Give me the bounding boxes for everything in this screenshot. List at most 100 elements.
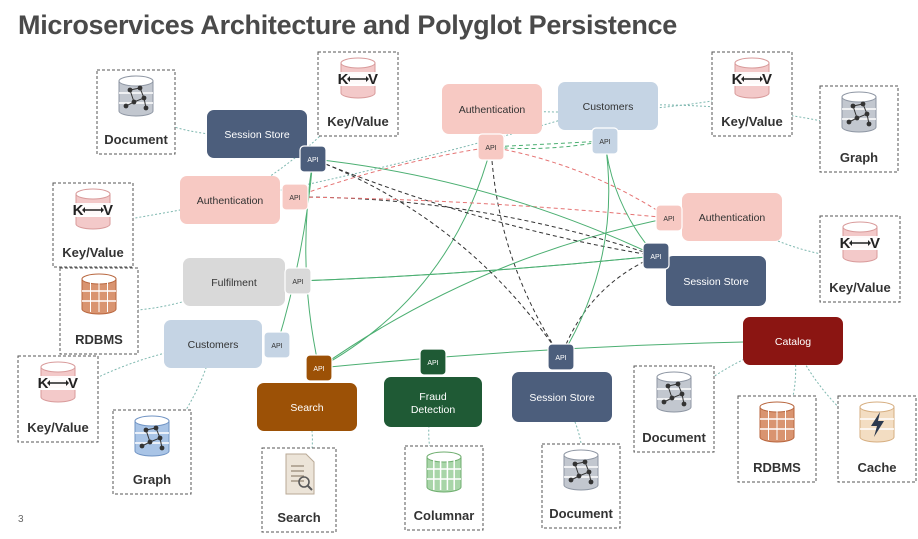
service-catalog[interactable]: Catalog bbox=[743, 317, 843, 365]
db-graph-2: Graph bbox=[112, 409, 192, 495]
db-graph-1: Graph bbox=[819, 85, 899, 173]
svg-text:API: API bbox=[271, 343, 282, 350]
db-rdbms-2-label: RDBMS bbox=[753, 460, 801, 475]
db-document-1-label: Document bbox=[104, 132, 168, 147]
authentication-1-label: Authentication bbox=[197, 195, 264, 207]
db-keyvalue-4-label: Key/Value bbox=[829, 280, 890, 295]
customers-2-api-port[interactable]: API bbox=[591, 127, 619, 155]
graph-icon bbox=[841, 91, 877, 133]
service-link-6 bbox=[297, 255, 657, 285]
customers-1-label: Customers bbox=[188, 339, 239, 351]
db-document-1: Document bbox=[96, 69, 176, 155]
search-icon bbox=[285, 453, 315, 495]
db-keyvalue-2-label: Key/Value bbox=[721, 114, 782, 129]
session-store-2-api-port[interactable]: API bbox=[642, 242, 670, 270]
db-columnar-label: Columnar bbox=[414, 508, 475, 523]
svg-text:K: K bbox=[38, 375, 49, 392]
service-search[interactable]: Search API bbox=[257, 354, 357, 431]
service-connectors bbox=[276, 137, 794, 369]
service-authentication-1[interactable]: Authentication API bbox=[180, 176, 309, 224]
db-search-label: Search bbox=[277, 510, 320, 525]
customers-2-label: Customers bbox=[583, 101, 634, 113]
customers-1-api-port[interactable]: API bbox=[263, 331, 291, 359]
fraud-detection-api-port[interactable]: API bbox=[419, 348, 447, 376]
svg-text:V: V bbox=[762, 71, 772, 88]
db-document-3-label: Document bbox=[642, 430, 706, 445]
svg-text:V: V bbox=[68, 375, 78, 392]
document-icon bbox=[563, 449, 599, 491]
db-rdbms-1: RDBMS bbox=[59, 267, 139, 355]
search-api-port[interactable]: API bbox=[305, 354, 333, 382]
svg-text:API: API bbox=[307, 157, 318, 164]
db-cache-label: Cache bbox=[857, 460, 896, 475]
svg-text:API: API bbox=[555, 355, 566, 362]
service-link-7 bbox=[294, 196, 657, 258]
columnar-icon bbox=[426, 451, 462, 493]
service-link-0 bbox=[305, 158, 320, 369]
svg-text:API: API bbox=[289, 195, 300, 202]
session-store-3-api-port[interactable]: API bbox=[547, 343, 575, 371]
authentication-1-api-port[interactable]: API bbox=[281, 183, 309, 211]
session-store-1-api-port[interactable]: API bbox=[299, 145, 327, 173]
service-link-2 bbox=[318, 215, 670, 369]
db-keyvalue-1-label: Key/Value bbox=[327, 114, 388, 129]
session-store-3-label: Session Store bbox=[529, 392, 595, 404]
db-document-3: Document bbox=[633, 365, 715, 453]
rdbms-icon bbox=[81, 273, 117, 315]
service-session-store-3[interactable]: Session Store API bbox=[512, 343, 612, 422]
service-fulfilment[interactable]: Fulfilment API bbox=[183, 258, 312, 306]
graph-icon bbox=[134, 415, 170, 457]
service-link-16 bbox=[560, 255, 657, 358]
authentication-2-api-port[interactable]: API bbox=[477, 133, 505, 161]
db-graph-1-label: Graph bbox=[840, 150, 878, 165]
service-link-9 bbox=[312, 158, 562, 358]
service-link-8 bbox=[312, 158, 657, 259]
slide-title: Microservices Architecture and Polyglot … bbox=[18, 10, 677, 40]
service-link-18 bbox=[560, 140, 610, 358]
cache-icon bbox=[859, 401, 895, 443]
svg-text:API: API bbox=[663, 216, 674, 223]
fulfilment-api-port[interactable]: API bbox=[284, 267, 312, 295]
db-search: Search bbox=[261, 447, 337, 533]
storage-link-catalog-db-document-3 bbox=[673, 340, 794, 410]
svg-text:K: K bbox=[732, 71, 743, 88]
db-rdbms-2: RDBMS bbox=[737, 395, 817, 483]
document-icon bbox=[118, 75, 154, 117]
svg-text:K: K bbox=[73, 202, 84, 219]
db-graph-2-label: Graph bbox=[133, 472, 171, 487]
svg-text:API: API bbox=[292, 279, 303, 286]
search-label: Search bbox=[290, 402, 323, 414]
authentication-2-label: Authentication bbox=[459, 104, 526, 116]
service-link-17 bbox=[604, 140, 657, 257]
fulfilment-label: Fulfilment bbox=[211, 277, 257, 289]
storage-link-catalog-db-cache bbox=[792, 340, 878, 440]
service-link-10 bbox=[490, 146, 562, 358]
authentication-3-api-port[interactable]: API bbox=[655, 204, 683, 232]
db-document-2: Document bbox=[541, 443, 621, 529]
document-icon bbox=[656, 371, 692, 413]
db-cache: Cache bbox=[837, 395, 917, 483]
service-customers-1[interactable]: Customers API bbox=[164, 320, 291, 368]
service-link-14 bbox=[294, 196, 670, 221]
service-link-11 bbox=[490, 137, 606, 148]
service-link-12 bbox=[490, 140, 606, 152]
catalog-label: Catalog bbox=[775, 336, 811, 348]
service-link-5 bbox=[297, 253, 657, 282]
db-keyvalue-2: K V Key/Value bbox=[711, 51, 793, 137]
db-document-2-label: Document bbox=[549, 506, 613, 521]
